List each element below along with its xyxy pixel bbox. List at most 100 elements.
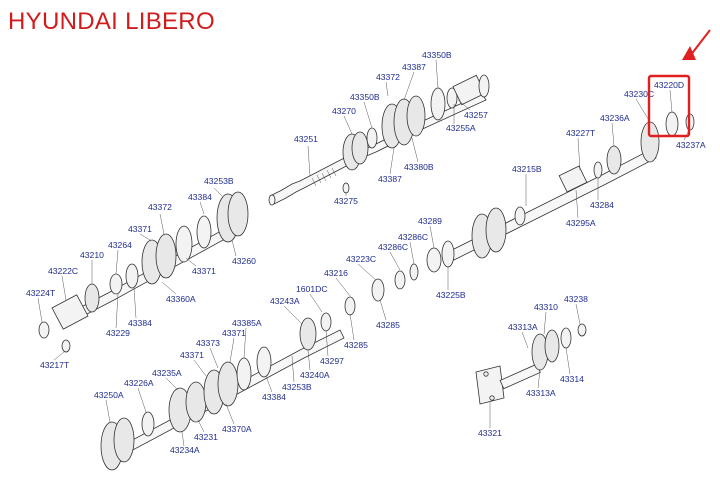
label-43350b-mid: 43350B (350, 92, 380, 102)
collar-43257 (446, 87, 458, 109)
label-43289: 43289 (418, 216, 442, 226)
bearing-43222c (51, 294, 89, 330)
label-43253b: 43253B (204, 176, 234, 186)
ring-43264 (109, 273, 123, 295)
washer-43223c (394, 270, 406, 290)
label-43380b: 43380B (404, 162, 434, 172)
label-1601dc: 1601DC (296, 284, 328, 294)
leader-lines (37, 59, 691, 447)
label-43227t: 43227T (566, 128, 596, 138)
label-43314: 43314 (560, 374, 584, 384)
label-43372-left: 43372 (148, 202, 172, 212)
label-43321: 43321 (478, 428, 502, 438)
label-43225b: 43225B (436, 290, 466, 300)
gear-43250a-b (113, 417, 135, 463)
label-43238: 43238 (564, 294, 588, 304)
label-43372-top: 43372 (376, 72, 400, 82)
ring-43226a (141, 411, 155, 437)
label-43250a: 43250A (94, 390, 124, 400)
shaft-end (268, 194, 276, 206)
label-43234a: 43234A (170, 445, 200, 455)
label-43286c-a: 43286C (398, 232, 428, 242)
label-43216: 43216 (324, 268, 348, 278)
label-43220d: 43220D (654, 80, 684, 90)
label-43210: 43210 (80, 250, 104, 260)
left-mid-assembly (38, 191, 249, 353)
gear-43260-b (227, 191, 249, 237)
label-43297: 43297 (320, 356, 344, 366)
part-labels: 43350B 43387 43372 43350B 43270 43257 43… (26, 50, 706, 455)
label-43253b-bot: 43253B (282, 382, 312, 392)
ring-43350b-top (430, 87, 446, 121)
label-43295a: 43295A (566, 218, 596, 228)
label-43275: 43275 (334, 196, 358, 206)
input-shaft (269, 93, 487, 205)
label-43230c: 43230C (624, 89, 654, 99)
label-43235a: 43235A (152, 368, 182, 378)
page-title: HYUNDAI LIBERO (8, 8, 215, 35)
label-43371-a: 43371 (128, 224, 152, 234)
label-43243a: 43243A (270, 296, 300, 306)
ring-43297 (320, 312, 332, 332)
label-43310: 43310 (534, 302, 558, 312)
label-43373: 43373 (196, 338, 220, 348)
highlight-arrow-head (682, 46, 696, 60)
gear-43236a (606, 145, 622, 175)
label-43264: 43264 (108, 240, 132, 250)
label-43384-left: 43384 (128, 318, 152, 328)
bush-43238 (577, 323, 587, 337)
highlight-box (647, 74, 691, 138)
gear-43310-b (544, 329, 560, 363)
lower-assembly (100, 312, 345, 471)
ring-43384-bot (256, 346, 272, 378)
label-43387-top: 43387 (402, 62, 426, 72)
label-43286c-b: 43286C (378, 242, 408, 252)
gear-43240a (299, 317, 317, 351)
center-washers (344, 247, 442, 316)
label-43371-b: 43371 (192, 266, 216, 276)
output-shaft-assembly (441, 111, 695, 268)
label-43387-bot: 43387 (378, 174, 402, 184)
gear-43270-b (351, 131, 369, 165)
gear-43231 (185, 381, 207, 423)
bracket-43321 (475, 365, 505, 405)
highlight-arrow (689, 29, 711, 57)
label-43260: 43260 (232, 256, 256, 266)
bearing-face (478, 74, 490, 98)
label-43223c: 43223C (346, 254, 376, 264)
input-shaft-assembly (268, 74, 490, 206)
ring-43284 (593, 161, 603, 179)
ring-43385a (236, 357, 252, 391)
label-43350b-top: 43350B (422, 50, 452, 60)
washer-43286c-b (409, 263, 419, 281)
sleeve-43370a (217, 361, 239, 407)
ring-43384 (196, 215, 212, 249)
label-43285-a: 43285 (376, 320, 400, 330)
washer-43286c-a (426, 247, 442, 273)
ring-43225b (441, 240, 455, 268)
label-43215b: 43215B (512, 164, 542, 174)
ring-43350b (366, 127, 378, 149)
label-43240a: 43240A (300, 370, 330, 380)
gear-43289-b (485, 207, 507, 253)
label-43236a: 43236A (600, 113, 630, 123)
label-43313a-a: 43313A (508, 322, 538, 332)
bearing-43220d (665, 111, 679, 137)
ring-43384-left (125, 263, 139, 289)
label-43257: 43257 (464, 110, 488, 120)
part-43217t (61, 339, 71, 353)
label-43231: 43231 (194, 432, 218, 442)
collar-43215b (514, 206, 526, 226)
reverse-assembly (475, 323, 587, 405)
label-43224t: 43224T (26, 288, 56, 298)
label-43222c: 43222C (48, 266, 78, 276)
label-43313a-b: 43313A (526, 388, 556, 398)
label-43229: 43229 (106, 328, 130, 338)
label-43270: 43270 (332, 106, 356, 116)
label-43370a: 43370A (222, 424, 252, 434)
shaft-splines (311, 167, 337, 187)
label-43385a: 43385A (232, 318, 262, 328)
label-43285-b: 43285 (344, 340, 368, 350)
label-43384-bot: 43384 (262, 392, 286, 402)
